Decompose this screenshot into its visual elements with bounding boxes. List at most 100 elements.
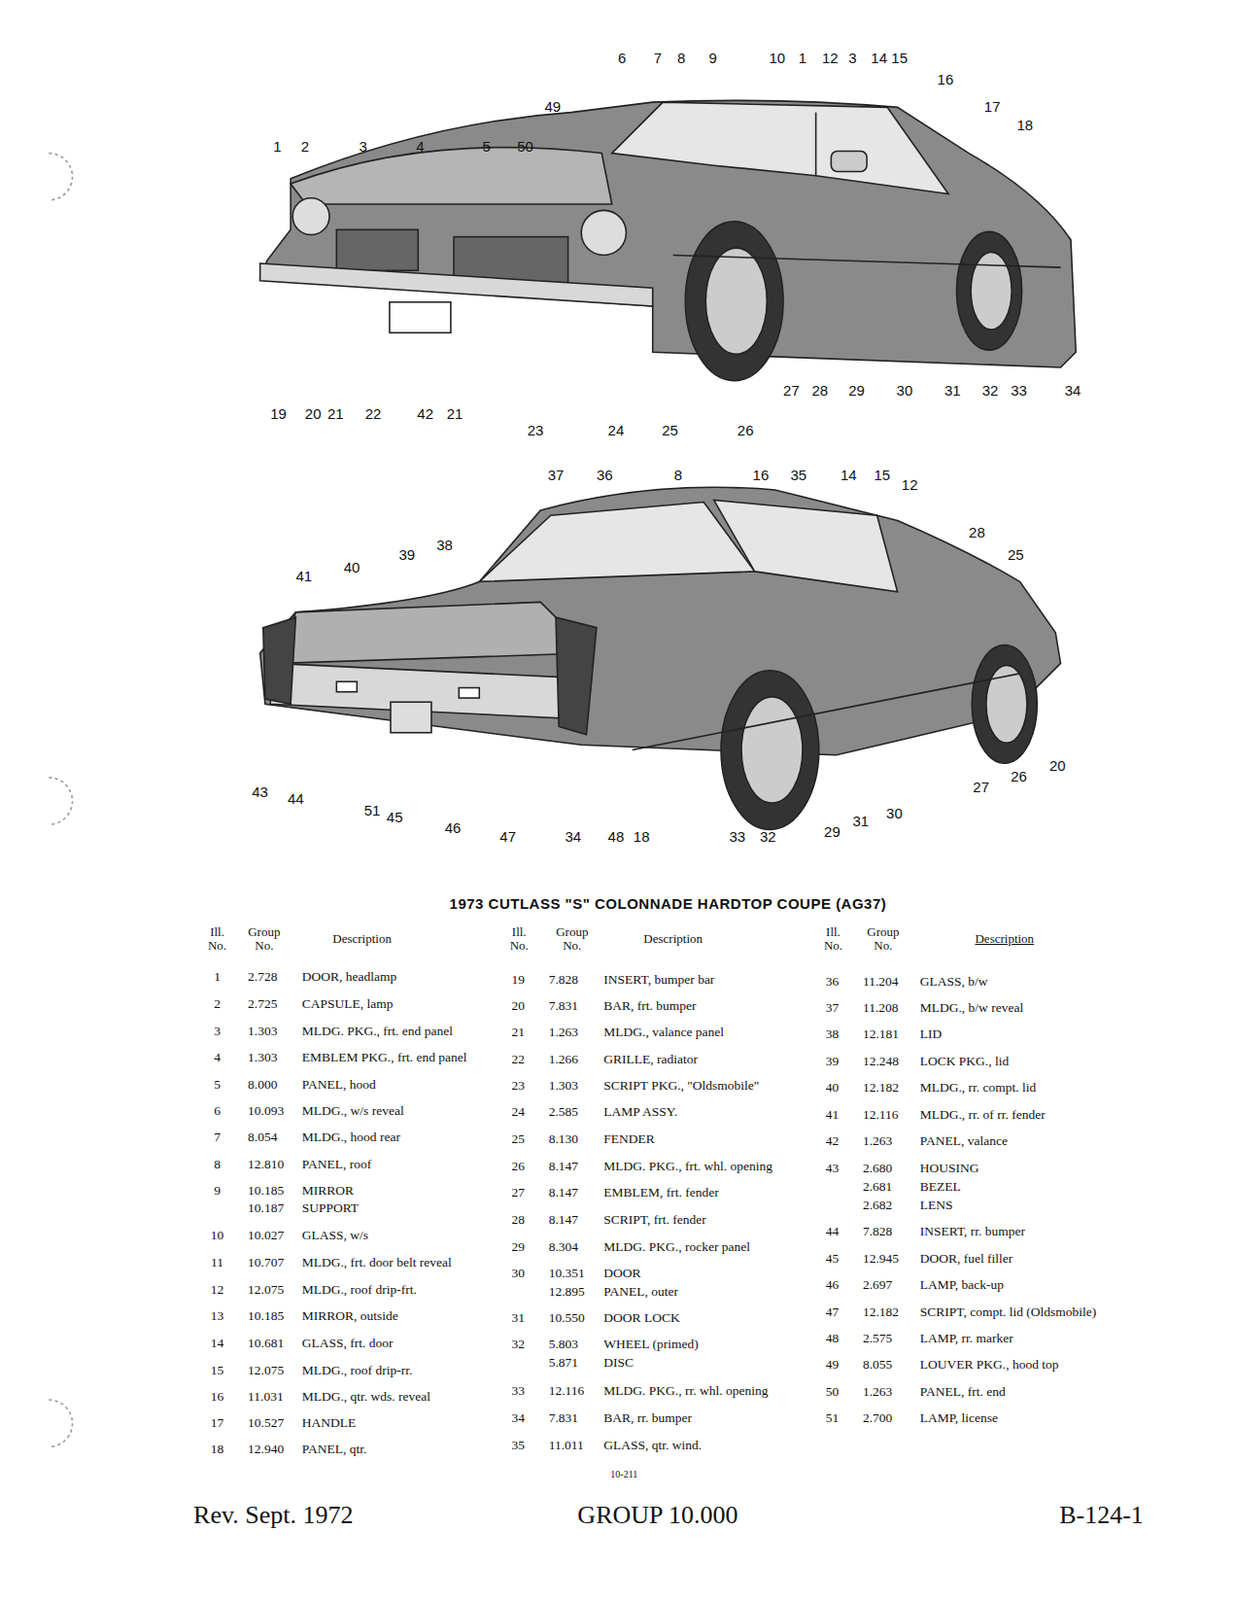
callout-number: 18 (1016, 116, 1033, 134)
table-cell: GLASS, b/w (920, 973, 989, 990)
table-header: Group No. (555, 925, 588, 952)
callout-number: 34 (565, 827, 583, 845)
table-cell: 43 (825, 1160, 840, 1176)
table-cell: 26 (511, 1158, 525, 1174)
table-cell: 8.000 (247, 1076, 277, 1093)
table-cell: 2.681 (862, 1178, 892, 1195)
table-cell: 33 (511, 1382, 525, 1399)
table-cell: 2.682 (862, 1197, 892, 1213)
table-cell: 2.680 (862, 1160, 892, 1176)
callout-number: 22 (365, 405, 382, 422)
callout-number: 24 (608, 421, 625, 439)
table-cell: GRILLE, radiator (603, 1051, 698, 1067)
callout-number: 7 (653, 49, 662, 67)
table-cell: MLDG., frt. door belt reveal (302, 1254, 452, 1270)
table-header: Ill. No. (207, 925, 227, 952)
callout-number: 12 (822, 49, 839, 67)
callout-number: 1 (798, 49, 807, 67)
table-cell: MLDG. PKG., rr. whl. opening (603, 1382, 768, 1399)
callout-number: 36 (596, 466, 614, 483)
table-cell: SCRIPT, frt. fender (603, 1211, 706, 1228)
table-cell: MIRROR (302, 1182, 354, 1199)
table-cell: 8.147 (548, 1184, 579, 1201)
footer-text: B-124-1 (1059, 1500, 1144, 1530)
table-cell: LID (920, 1026, 943, 1042)
table-cell: 7 (213, 1129, 221, 1145)
callout-number: 9 (708, 49, 717, 67)
table-cell: MLDG., hood rear (302, 1129, 401, 1145)
table-cell: 36 (825, 973, 840, 990)
callout-number: 18 (633, 827, 651, 845)
table-cell: 10.185 (247, 1307, 284, 1324)
table-cell: 2.697 (862, 1276, 892, 1293)
table-cell: 1.263 (862, 1383, 892, 1400)
table-cell: WHEEL (primed) (603, 1336, 698, 1352)
table-cell: 5.803 (548, 1336, 579, 1352)
callout-number: 42 (416, 405, 434, 422)
callout-number: 31 (852, 812, 869, 829)
callout-number: 27 (972, 778, 990, 795)
table-cell: 7.831 (548, 1409, 579, 1426)
page-title: 1973 CUTLASS "S" COLONNADE HARDTOP COUPE… (449, 894, 888, 912)
callout-number: 43 (251, 783, 269, 800)
callout-number: 3 (358, 137, 367, 155)
table-cell: 11 (210, 1254, 224, 1270)
table-cell: 10.550 (548, 1309, 585, 1326)
table-cell: 10.527 (247, 1414, 284, 1431)
callout-number: 29 (848, 381, 865, 399)
table-cell: 8.054 (247, 1129, 277, 1145)
callout-number: 50 (516, 137, 534, 155)
table-cell: PANEL, hood (302, 1076, 377, 1093)
table-cell: 40 (825, 1079, 840, 1096)
table-cell: 8.130 (548, 1131, 579, 1147)
table-cell: 21 (511, 1024, 525, 1040)
callout-number: 33 (728, 827, 746, 845)
table-cell: 3 (213, 1023, 221, 1039)
table-cell: 42 (825, 1132, 840, 1149)
table-cell: PANEL, roof (302, 1156, 373, 1172)
table-cell: MLDG. PKG., rocker panel (603, 1238, 751, 1255)
callout-number: 39 (398, 546, 415, 563)
callout-number: 37 (548, 466, 565, 483)
callout-number: 32 (982, 381, 999, 399)
table-cell: 22 (511, 1051, 525, 1067)
callout-number: 3 (848, 49, 857, 67)
table-cell: 16 (210, 1388, 225, 1405)
table-cell: 2.700 (862, 1409, 892, 1426)
table-cell: 24 (511, 1103, 525, 1120)
callout-number: 38 (436, 536, 453, 553)
callout-number: 41 (295, 567, 312, 584)
table-cell: LAMP ASSY. (603, 1103, 678, 1120)
table-cell: 28 (511, 1211, 525, 1228)
table-cell: FENDER (603, 1131, 655, 1147)
callout-number: 49 (545, 98, 562, 115)
table-cell: 8.055 (862, 1356, 892, 1373)
table-cell: 47 (825, 1303, 840, 1320)
table-cell: 6 (213, 1102, 221, 1119)
callout-number: 30 (896, 381, 914, 399)
table-header: Description (332, 931, 392, 946)
callout-number: 44 (287, 789, 305, 807)
table-cell: MLDG., roof drip-frt. (302, 1281, 417, 1298)
callout-number: 25 (661, 421, 679, 439)
table-cell: 17 (210, 1414, 225, 1431)
callout-number: 26 (737, 421, 755, 439)
table-cell: HOUSING (920, 1160, 980, 1176)
callout-number: 16 (937, 70, 955, 88)
table-cell: 12.182 (862, 1079, 899, 1096)
table-cell: 38 (825, 1026, 840, 1042)
callout-number: 17 (984, 98, 1001, 115)
callout-number: 27 (783, 381, 800, 399)
table-cell: CAPSULE, lamp (302, 995, 394, 1012)
table-cell: 2.585 (548, 1103, 579, 1120)
table-cell: 11.204 (862, 973, 899, 990)
callout-number: 8 (677, 49, 686, 67)
table-cell: GLASS, frt. door (302, 1335, 394, 1351)
callout-number: 35 (789, 466, 807, 483)
table-cell: MIRROR, outside (302, 1307, 399, 1324)
callout-number: 10 (768, 49, 786, 67)
table-cell: 1 (213, 968, 221, 985)
table-cell: 27 (511, 1184, 525, 1201)
callout-number: 25 (1007, 546, 1025, 563)
callout-number: 16 (753, 466, 770, 483)
